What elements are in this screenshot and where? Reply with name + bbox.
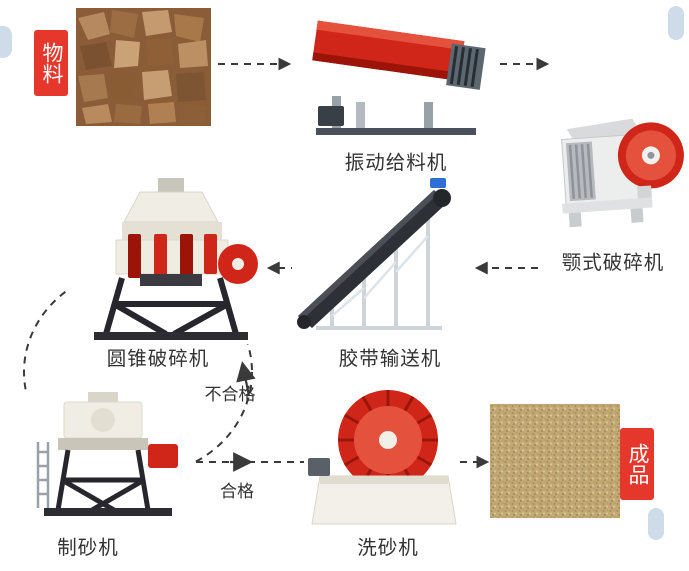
unqualified-label: 不合格: [204, 385, 256, 404]
decor-pill-bottom-right: [648, 508, 664, 540]
belt-conveyor-figure: [292, 176, 464, 338]
belt-conveyor-label: 胶带输送机: [338, 348, 442, 370]
qualified-label: 合格: [220, 482, 254, 501]
sand-maker-figure: [24, 392, 192, 528]
sand-maker-label: 制砂机: [57, 537, 119, 559]
jaw-crusher-image: [540, 92, 689, 240]
material-badge: 物料: [34, 30, 68, 96]
cone-crusher-figure: [70, 176, 265, 344]
decor-pill-top-right: [668, 6, 684, 40]
material-badge-label: 物料: [40, 42, 63, 84]
product-badge-label: 成品: [626, 443, 649, 485]
sand-washer-label: 洗砂机: [357, 537, 419, 559]
jaw-crusher-figure: [540, 92, 689, 240]
finished-sand-photo: [490, 404, 620, 518]
product-badge: 成品: [620, 428, 654, 500]
vibrating-feeder-image: [298, 6, 494, 142]
raw-material-photo: [76, 8, 211, 126]
arrow-unqualified: [236, 361, 256, 397]
cone-crusher-image: [70, 176, 265, 344]
sand-washer-image: [306, 384, 458, 530]
finished-sand-image: [490, 404, 620, 518]
raw-stones-image: [76, 8, 211, 126]
decor-pill-top-left: [0, 26, 12, 58]
jaw-crusher-label: 颚式破碎机: [561, 252, 665, 274]
cone-crusher-label: 圆锥破碎机: [106, 348, 210, 370]
sand-maker-image: [24, 392, 192, 528]
vibrating-feeder-label: 振动给料机: [344, 152, 448, 174]
belt-conveyor-image: [292, 176, 464, 338]
vibrating-feeder-figure: [298, 6, 494, 142]
sand-washer-figure: [306, 384, 458, 530]
